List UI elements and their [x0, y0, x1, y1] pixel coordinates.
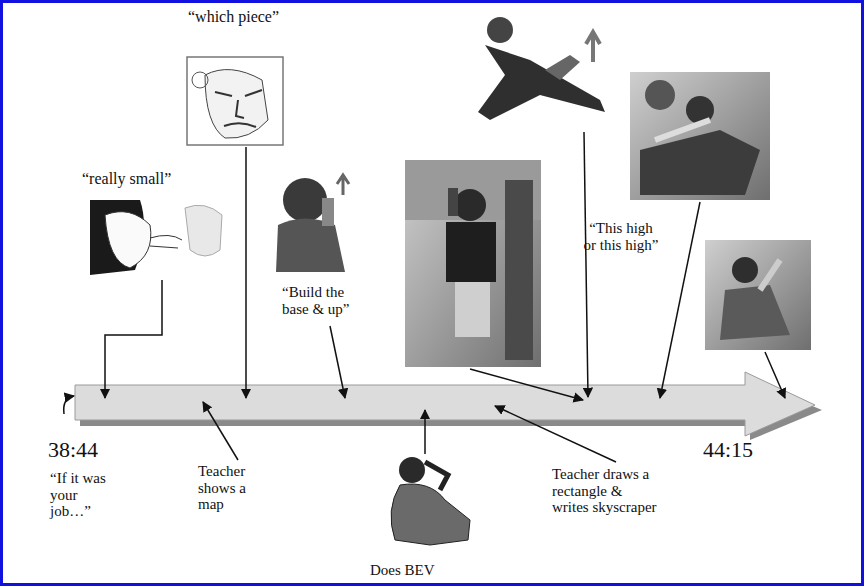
quote-label: “really small”	[82, 170, 202, 188]
photo-seated	[705, 240, 811, 350]
leader-lines	[64, 132, 785, 462]
face-sketch	[187, 57, 283, 145]
timeline-arrow	[75, 372, 815, 436]
photo-child	[276, 175, 349, 272]
photo-girl	[478, 17, 605, 120]
quote-label: “This high or this high”	[582, 220, 660, 253]
photo-group	[630, 72, 770, 200]
event-note: Does BEV	[370, 562, 470, 579]
photo-classroom	[405, 160, 541, 367]
quote-label: “Build the base & up”	[282, 284, 374, 317]
event-note: Teacher shows a map	[198, 463, 264, 513]
event-note: “If it was your job…”	[50, 470, 114, 520]
kneeling-figure	[391, 457, 470, 545]
time-stamp: 38:44	[48, 438, 128, 462]
quote-label: “which piece”	[188, 8, 308, 26]
event-note: Teacher draws a rectangle & writes skysc…	[552, 466, 660, 516]
time-stamp: 44:15	[703, 438, 783, 462]
pinch-sketch	[90, 200, 222, 275]
